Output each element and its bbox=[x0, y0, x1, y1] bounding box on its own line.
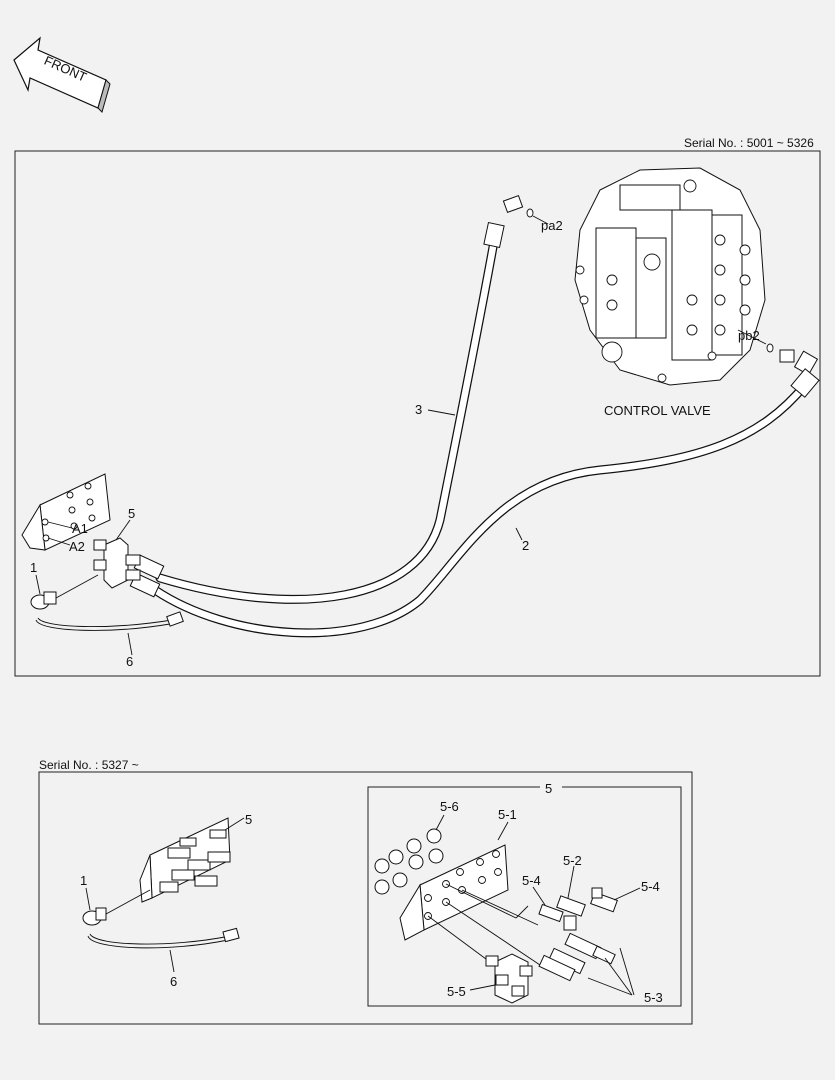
callout-block-5-bottom: 5 bbox=[245, 812, 252, 827]
serial-bottom: Serial No. : 5327 ~ bbox=[39, 758, 139, 772]
detail-box-frame bbox=[367, 786, 682, 1007]
callout-5-2: 5-2 bbox=[563, 853, 582, 868]
wire-harness-top bbox=[35, 611, 184, 631]
callout-block-5-top: 5 bbox=[128, 506, 135, 521]
adapters-5-3 bbox=[538, 932, 616, 982]
top-frame bbox=[14, 150, 821, 677]
callout-5-4-a: 5-4 bbox=[522, 873, 541, 888]
hose-3 bbox=[133, 221, 505, 604]
callout-5-1: 5-1 bbox=[498, 807, 517, 822]
callout-harness-6-top: 6 bbox=[126, 654, 133, 669]
bracket-plate-top bbox=[21, 473, 111, 551]
pressure-switch-bottom bbox=[82, 889, 151, 926]
callout-pa2: pa2 bbox=[541, 218, 563, 233]
fittings-5-2-5-4 bbox=[538, 887, 618, 931]
callout-hose-2: 2 bbox=[522, 538, 529, 553]
callout-5-5: 5-5 bbox=[447, 984, 466, 999]
callout-5-3: 5-3 bbox=[644, 990, 663, 1005]
bottom-frame bbox=[38, 771, 693, 1025]
bracket-plate-5-1 bbox=[399, 844, 509, 941]
detail-box-title: 5 bbox=[545, 781, 552, 796]
callout-5-4-b: 5-4 bbox=[641, 879, 660, 894]
callout-a1: A1 bbox=[72, 521, 88, 536]
callout-switch-1-bottom: 1 bbox=[80, 873, 87, 888]
control-valve-label: CONTROL VALVE bbox=[604, 403, 711, 418]
serial-top: Serial No. : 5001 ~ 5326 bbox=[684, 136, 814, 150]
nuts-5-6 bbox=[374, 828, 444, 895]
pa2-fitting bbox=[502, 194, 549, 225]
block-5-5 bbox=[485, 953, 533, 1004]
manifold-block-top bbox=[93, 537, 141, 589]
callout-pb2: pb2 bbox=[738, 328, 760, 343]
callout-switch-1-top: 1 bbox=[30, 560, 37, 575]
wire-harness-bottom bbox=[87, 927, 240, 949]
front-arrow: FRONT bbox=[13, 36, 111, 113]
pressure-switch-top bbox=[30, 574, 99, 610]
callout-harness-6-bottom: 6 bbox=[170, 974, 177, 989]
callout-a2: A2 bbox=[69, 539, 85, 554]
callout-5-6: 5-6 bbox=[440, 799, 459, 814]
manifold-assembly-bottom bbox=[139, 817, 231, 903]
control-valve bbox=[574, 167, 766, 386]
pb2-fitting bbox=[737, 329, 819, 376]
callout-hose-3: 3 bbox=[415, 402, 422, 417]
